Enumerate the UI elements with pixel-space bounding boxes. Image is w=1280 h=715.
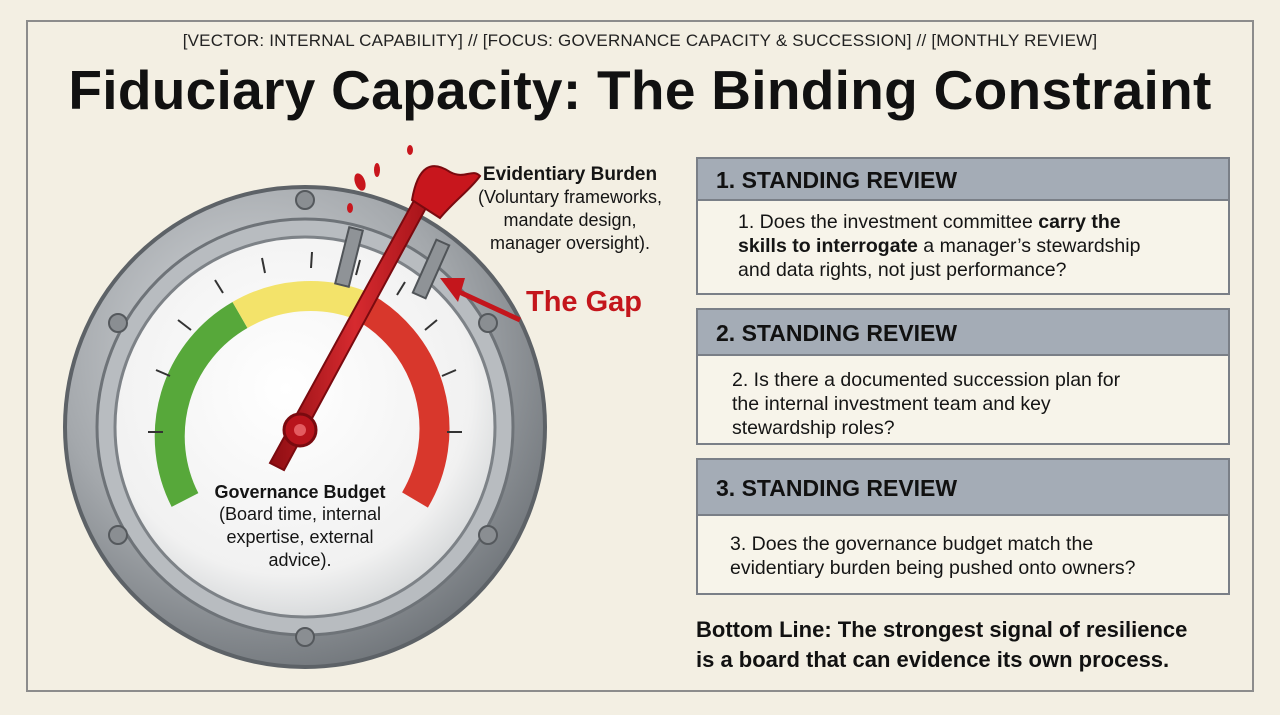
body-text: a manager’s stewardship: [917, 235, 1141, 257]
body-text: and data rights, not just performance?: [738, 259, 1067, 281]
gap-arrow-shaft: [453, 287, 522, 323]
governance-budget-label: Governance Budget (Board time, internal …: [200, 482, 400, 572]
standing-review-1: 1. STANDING REVIEW 1. Does the investmen…: [696, 157, 1230, 295]
bottom-line: Bottom Line: The strongest signal of res…: [696, 615, 1241, 675]
governance-budget-title: Governance Budget: [214, 482, 386, 502]
gauge-band-yellow: [232, 280, 366, 329]
needle-splash: [410, 165, 482, 220]
bottom-line-2: is a board that can evidence its own pro…: [696, 647, 1170, 672]
budget-peg: [411, 238, 451, 300]
needle-hub-center: [294, 424, 306, 436]
standing-review-2-header: 2. STANDING REVIEW: [698, 310, 1228, 356]
page-title: Fiduciary Capacity: The Binding Constrai…: [68, 59, 1212, 121]
standing-review-2-body: 2. Is there a documented succession plan…: [698, 356, 1228, 440]
evidentiary-burden-line-1: (Voluntary frameworks,: [477, 187, 663, 207]
gauge-band-red: [352, 291, 450, 508]
gauge-graphic: [63, 145, 547, 669]
body-text: 2. Is there a documented succession plan…: [732, 369, 1121, 391]
gauge-ticks: [148, 251, 462, 433]
body-text: 3. Does the governance budget match the: [730, 533, 1094, 555]
emphasis-text: skills to interrogate: [738, 235, 918, 257]
capacity-gauge: [60, 140, 700, 680]
governance-budget-line-3: advice).: [268, 550, 332, 570]
needle-drops: [347, 145, 413, 213]
emphasis-text: carry the: [1038, 211, 1121, 233]
bolts: [108, 190, 498, 647]
governance-budget-line-1: (Board time, internal: [218, 504, 382, 524]
bottom-line-1: Bottom Line: The strongest signal of res…: [696, 617, 1188, 642]
evidentiary-burden-line-2: mandate design,: [503, 210, 637, 230]
body-text: 1. Does the investment committee: [738, 211, 1039, 233]
gap-label: The Gap: [526, 286, 643, 318]
evidentiary-burden-title: Evidentiary Burden: [482, 164, 658, 185]
evidentiary-burden-label: Evidentiary Burden (Voluntary frameworks…: [460, 164, 680, 255]
gauge-band-green: [154, 301, 248, 507]
gap-arrow-head: [440, 278, 465, 302]
tagline: [VECTOR: INTERNAL CAPABILITY] // [FOCUS:…: [182, 31, 1098, 50]
body-text: evidentiary burden being pushed onto own…: [730, 557, 1136, 579]
standing-review-1-body: 1. Does the investment committee carry t…: [698, 201, 1228, 282]
standing-review-1-header: 1. STANDING REVIEW: [698, 159, 1228, 201]
burden-peg: [333, 225, 365, 289]
evidentiary-burden-line-3: manager oversight).: [489, 233, 651, 253]
body-text: the internal investment team and key: [732, 393, 1051, 415]
governance-budget-line-2: expertise, external: [226, 527, 374, 547]
standing-review-3: 3. STANDING REVIEW 3. Does the governanc…: [696, 458, 1230, 595]
page-frame: [26, 20, 1254, 692]
standing-review-2: 2. STANDING REVIEW 2. Is there a documen…: [696, 308, 1230, 445]
standing-review-3-header: 3. STANDING REVIEW: [698, 460, 1228, 516]
body-text: stewardship roles?: [732, 417, 895, 439]
